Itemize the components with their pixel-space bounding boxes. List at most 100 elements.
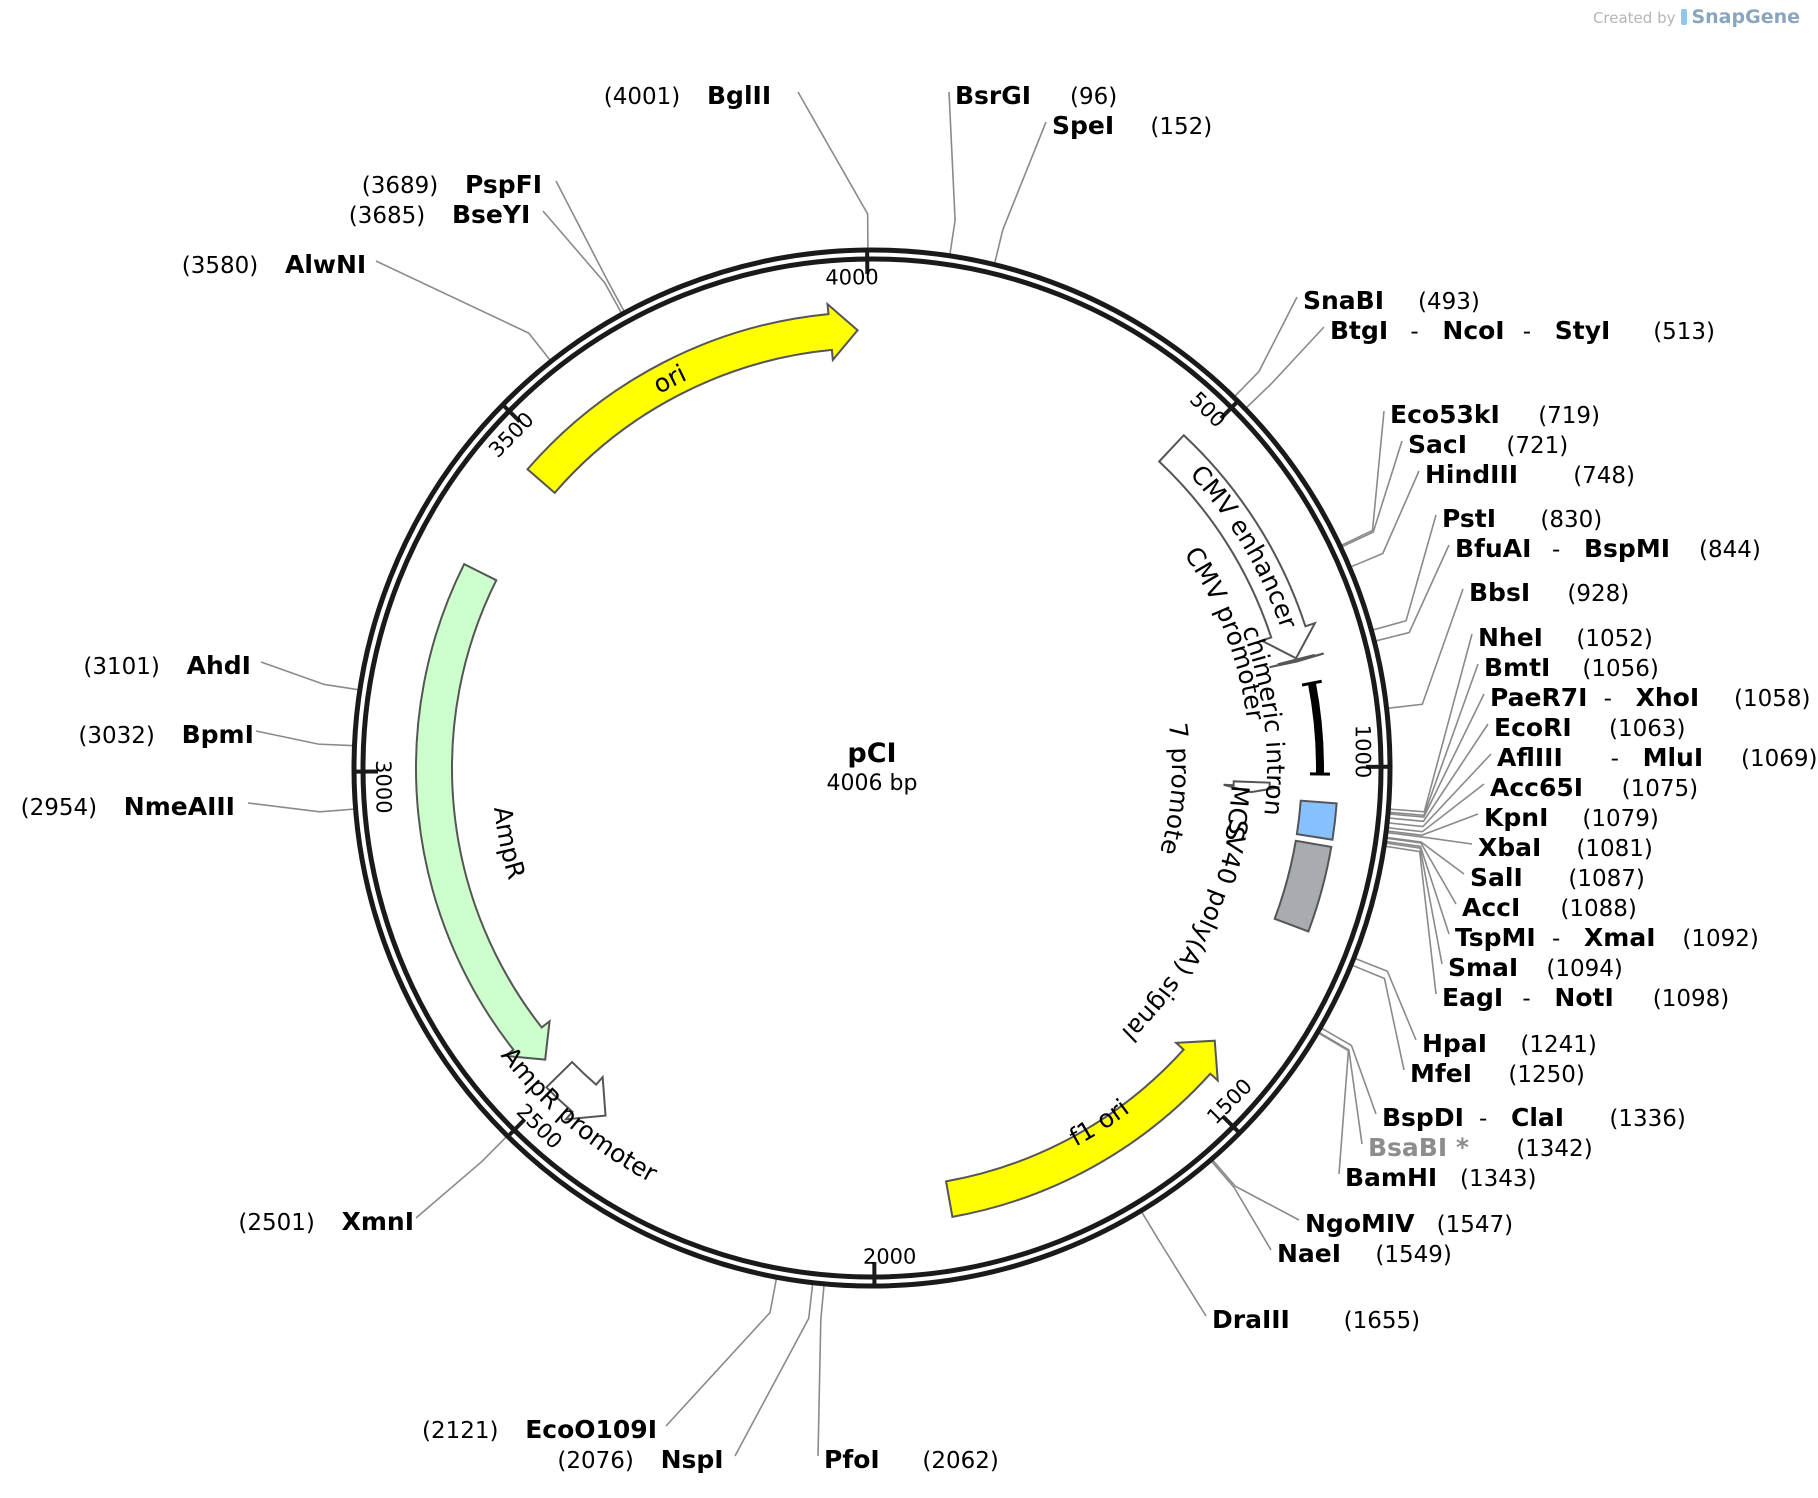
- site-separator: -: [1611, 746, 1619, 772]
- site-pspfi: (3689)PspFI: [362, 170, 542, 199]
- site-separator: -: [1552, 926, 1560, 952]
- site-name-xbai: XbaI: [1478, 833, 1541, 862]
- created-by-text: Created by: [1592, 9, 1676, 27]
- site-position: (1098): [1653, 986, 1729, 1012]
- site-eco53ki: Eco53kI(719): [1390, 400, 1600, 429]
- leader-ahdi: [260, 661, 361, 691]
- leader-tspmi-xmai: [1384, 840, 1450, 935]
- site-separator: -: [1604, 686, 1612, 712]
- site-position: (3101): [83, 654, 159, 680]
- site-name-clai: ClaI: [1511, 1103, 1564, 1132]
- site-name-nmeaiii: NmeAIII: [124, 792, 235, 821]
- site-psti: PstI(830): [1442, 504, 1602, 533]
- site-position: (2076): [557, 1448, 633, 1474]
- tick-label-1000: 1000: [1351, 725, 1375, 779]
- site-name-tspmi: TspMI: [1455, 923, 1536, 952]
- site-tspmi-xmai: TspMI-XmaI(1092): [1455, 923, 1759, 952]
- leader-bmti: [1388, 663, 1479, 817]
- site-name-sali: SalI: [1470, 863, 1523, 892]
- site-name-bspdi: BspDI: [1382, 1103, 1464, 1132]
- tick-label-500: 500: [1185, 387, 1230, 432]
- leader-bsrgi: [948, 91, 956, 256]
- leader-spei: [993, 121, 1047, 265]
- feature-chimeric-intron: [1301, 679, 1330, 776]
- leader-ecori: [1387, 723, 1489, 823]
- site-separator: -: [1479, 1106, 1487, 1132]
- leader-acc65i: [1386, 783, 1485, 833]
- site-name-styi: StyI: [1555, 316, 1611, 345]
- site-position: (3685): [349, 203, 425, 229]
- site-name-ecoo109i: EcoO109I: [525, 1415, 657, 1444]
- site-bamhi: BamHI(1343): [1345, 1163, 1536, 1192]
- site-nspi: (2076) NspI: [557, 1445, 723, 1474]
- site-separator: -: [1523, 319, 1531, 345]
- snapgene-brand: SnapGene: [1691, 6, 1800, 28]
- feature-cmv-enhancer: [1157, 433, 1317, 660]
- feature-f1-ori: [944, 1039, 1219, 1219]
- leader-smai: [1384, 842, 1443, 965]
- site-naei: NaeI(1549): [1277, 1239, 1452, 1268]
- site-name-bpmi: BpmI: [182, 720, 254, 749]
- site-draiii: DraIII (1655): [1212, 1305, 1420, 1334]
- site-smai: SmaI(1094): [1448, 953, 1623, 982]
- site-position: (493): [1418, 289, 1480, 315]
- leader-paer7i-xhoi: [1387, 693, 1485, 818]
- site-name-nspi: NspI: [661, 1445, 724, 1474]
- site-name-bfuai: BfuAI: [1455, 534, 1531, 563]
- site-kpni: KpnI(1079): [1484, 803, 1659, 832]
- site-name-bamhi: BamHI: [1345, 1163, 1437, 1192]
- site-position: (1069): [1741, 746, 1817, 772]
- leader-bspdi-clai: [1319, 1026, 1377, 1115]
- site-snabi: SnaBI(493): [1303, 286, 1480, 315]
- feature-ampr-promoter: [544, 1060, 607, 1121]
- leader-eagi-noti: [1383, 845, 1437, 995]
- site-xmni: (2501)XmnI: [238, 1207, 414, 1236]
- feature-sv40-poly-a-signal: [1273, 839, 1333, 933]
- site-position: (1342): [1516, 1136, 1592, 1162]
- site-name-alwni: AlwNI: [285, 250, 366, 279]
- site-hpai: HpaI(1241): [1422, 1029, 1597, 1058]
- site-xbai: XbaI (1081): [1478, 833, 1653, 862]
- site-position: (1655): [1344, 1308, 1420, 1334]
- site-paer7i-xhoi: PaeR7I-XhoI(1058): [1490, 683, 1810, 712]
- site-ahdi: (3101)AhdI: [83, 651, 251, 680]
- site-name-ngomiv: NgoMIV: [1305, 1209, 1415, 1238]
- site-name-paer7i: PaeR7I: [1490, 683, 1587, 712]
- plasmid-length: 4006 bp: [827, 771, 918, 796]
- site-bspdi-clai: BspDI-ClaI(1336): [1382, 1103, 1686, 1132]
- site-hindiii: HindIII(748): [1425, 460, 1635, 489]
- tick-label-2000: 2000: [863, 1245, 917, 1269]
- site-separator: -: [1522, 986, 1530, 1012]
- site-name-bsabi: BsaBI *: [1368, 1133, 1469, 1162]
- site-separator: -: [1410, 319, 1418, 345]
- site-separator: -: [1552, 537, 1560, 563]
- leader-pfoi: [817, 1283, 825, 1457]
- site-bpmi: (3032)BpmI: [78, 720, 254, 749]
- site-position: (1081): [1576, 836, 1652, 862]
- site-pfoi: PfoI(2062): [824, 1445, 999, 1474]
- site-position: (1088): [1560, 896, 1636, 922]
- site-position: (719): [1538, 403, 1600, 429]
- site-name-acci: AccI: [1462, 893, 1520, 922]
- leader-hpai: [1353, 957, 1417, 1041]
- site-position: (1549): [1375, 1242, 1451, 1268]
- feature-t7-promoter: [1223, 780, 1280, 794]
- site-name-hpai: HpaI: [1422, 1029, 1487, 1058]
- site-position: (844): [1699, 537, 1761, 563]
- site-position: (748): [1573, 463, 1635, 489]
- site-bmti: BmtI(1056): [1484, 653, 1659, 682]
- leader-xbai: [1385, 831, 1473, 845]
- site-name-draiii: DraIII: [1212, 1305, 1290, 1334]
- site-position: (830): [1540, 507, 1602, 533]
- site-bsabi: BsaBI * (1342): [1368, 1133, 1593, 1162]
- site-position: (3580): [182, 253, 258, 279]
- tick-500: [1219, 401, 1238, 420]
- site-position: (1056): [1582, 656, 1658, 682]
- leader-afliii-mlui: [1387, 753, 1492, 828]
- tick-1500: [1221, 1114, 1240, 1133]
- site-name-mlui: MluI: [1643, 743, 1704, 772]
- leader-xmni: [415, 1135, 508, 1219]
